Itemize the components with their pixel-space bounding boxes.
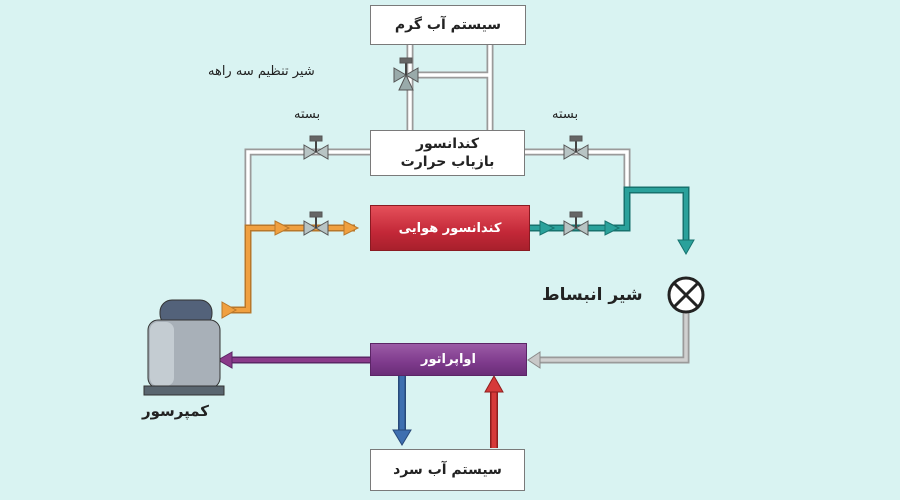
liquid-arrow-1 [539, 220, 556, 236]
heat-recovery-condenser-box: کندانسور بازیاب حرارت [370, 130, 525, 176]
expansion-outlet-pipe [540, 312, 690, 364]
hot-water-system-box: سیستم آب گرم [370, 5, 526, 45]
evaporator-inlet-arrow [527, 351, 541, 369]
chilled-supply-arrow [392, 429, 412, 446]
hot-water-loop-pipe [406, 45, 494, 130]
liquid-pipes [530, 186, 695, 256]
expansion-valve-icon [667, 276, 705, 314]
heat-recovery-condenser-line1: کندانسور [415, 136, 480, 152]
closed-valve-left-icon [303, 135, 329, 160]
hot-gas-pipes [221, 220, 360, 319]
evaporator-box: اواپراتور [370, 343, 527, 376]
discharge-arrow-1 [274, 220, 291, 236]
chilled-water-pipes [392, 374, 504, 448]
liquid-arrow-2 [604, 220, 621, 236]
air-condenser-box: کندانسور هوایی [370, 205, 530, 251]
closed-valve-right-icon [563, 135, 589, 160]
air-condenser-label: کندانسور هوایی [398, 220, 502, 236]
cold-water-system-box: سیستم آب سرد [370, 449, 525, 491]
liquid-arrow-down [677, 239, 695, 256]
compressor-icon [143, 299, 225, 396]
chilled-return-arrow [484, 374, 504, 393]
expansion-valve-label: شیر انبساط [542, 285, 643, 305]
valves [303, 57, 705, 314]
three-way-valve-icon [393, 57, 419, 91]
heat-recovery-condenser-line2: بازیاب حرارت [400, 154, 495, 170]
compressor-discharge-pipe [222, 224, 355, 314]
valve-liquid-icon [563, 211, 589, 236]
cold-water-system-label: سیستم آب سرد [393, 462, 502, 478]
closed-label-left: بسته [294, 107, 321, 122]
evaporator-label: اواپراتور [421, 352, 476, 367]
left-bypass-pipe [244, 148, 370, 228]
discharge-arrow-compressor [221, 301, 238, 319]
discharge-arrow-2 [343, 220, 360, 236]
compressor-label: کمپرسور [142, 402, 210, 420]
closed-label-right: بسته [552, 107, 579, 122]
hot-water-system-label: سیستم آب گرم [394, 17, 502, 33]
suction-arrow [216, 351, 233, 369]
condenser-outlet-pipe [530, 186, 690, 245]
suction-pipes [216, 351, 372, 369]
three-way-valve-label: شیر تنظیم سه راهه [208, 64, 315, 79]
valve-discharge-icon [303, 211, 329, 236]
